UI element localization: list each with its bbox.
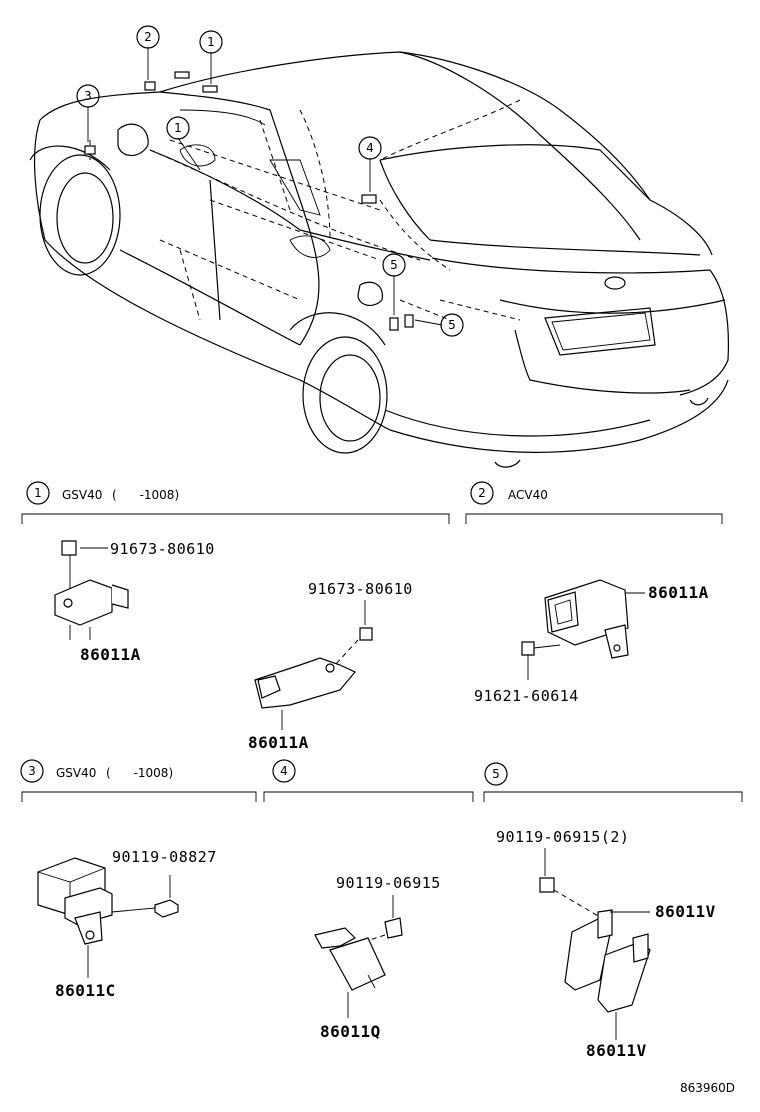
svg-text:1: 1 <box>207 35 215 49</box>
illustration-code: 863960D <box>680 1081 735 1095</box>
label-91621-60614: 91621-60614 <box>474 687 579 705</box>
sensor-86011V-pair <box>539 848 651 1040</box>
label-90119-08827: 90119-08827 <box>112 848 217 866</box>
sensor-86011Q <box>314 895 403 1018</box>
label-86011Q: 86011Q <box>320 1022 381 1041</box>
section-4-header: 4 <box>263 759 474 802</box>
section-2: 2 ACV40 86011A 91621-60614 <box>465 481 723 705</box>
svg-text:GSV40: GSV40 <box>56 766 96 780</box>
label-86011V-b: 86011V <box>586 1041 647 1060</box>
car-callouts: 2 1 3 1 4 5 5 <box>76 25 464 337</box>
svg-text:( -1008): ( -1008) <box>106 766 173 780</box>
section-2-header: 2 ACV40 <box>465 481 723 524</box>
sensor-86011A-left <box>54 540 129 640</box>
label-90119-06915: 90119-06915 <box>336 874 441 892</box>
callout-5-top-b: 5 <box>440 313 464 337</box>
label-86011C: 86011C <box>55 981 116 1000</box>
svg-text:3: 3 <box>28 764 36 778</box>
label-91673-80610-a: 91673-80610 <box>110 540 215 558</box>
callout-1-top-b: 1 <box>166 116 190 140</box>
svg-text:1: 1 <box>34 486 42 500</box>
section-5: 5 90119-06915(2) 86011V 86011V <box>483 762 743 1060</box>
label-86011A-c: 86011A <box>648 583 709 602</box>
callout-1-top-a: 1 <box>199 30 223 54</box>
callout-3-top: 3 <box>76 84 100 108</box>
svg-text:5: 5 <box>448 318 456 332</box>
svg-text:5: 5 <box>390 258 398 272</box>
svg-text:5: 5 <box>492 767 500 781</box>
callout-5-top-a: 5 <box>382 253 406 277</box>
svg-text:ACV40: ACV40 <box>508 488 548 502</box>
label-90119-06915-2: 90119-06915(2) <box>496 828 629 846</box>
svg-text:4: 4 <box>280 764 288 778</box>
section-3: 3 GSV40 ( -1008) 90119-08827 86011C <box>20 759 257 1000</box>
label-86011A-a: 86011A <box>80 645 141 664</box>
label-86011A-b: 86011A <box>248 733 309 752</box>
sensor-86011A-center <box>254 627 373 730</box>
section-1-header: 1 GSV40 ( -1008) <box>21 481 450 524</box>
svg-text:2: 2 <box>144 30 152 44</box>
svg-text:2: 2 <box>478 486 486 500</box>
svg-text:3: 3 <box>84 89 92 103</box>
svg-text:( -1008): ( -1008) <box>112 488 179 502</box>
section-1: 1 GSV40 ( -1008) 91673-80610 86011A <box>21 481 450 752</box>
label-91673-80610-b: 91673-80610 <box>308 580 413 598</box>
sensor-86011C <box>37 857 179 978</box>
callout-2-top: 2 <box>136 25 160 49</box>
svg-text:1: 1 <box>174 121 182 135</box>
section-5-header: 5 <box>483 762 743 802</box>
callout-4-top: 4 <box>358 136 382 160</box>
section-3-header: 3 GSV40 ( -1008) <box>20 759 257 802</box>
svg-text:4: 4 <box>366 141 374 155</box>
car-illustration <box>29 47 729 468</box>
svg-text:GSV40: GSV40 <box>62 488 102 502</box>
label-86011V-a: 86011V <box>655 902 716 921</box>
section-4: 4 90119-06915 86011Q <box>263 759 474 1041</box>
sensor-86011A-right <box>521 579 645 680</box>
